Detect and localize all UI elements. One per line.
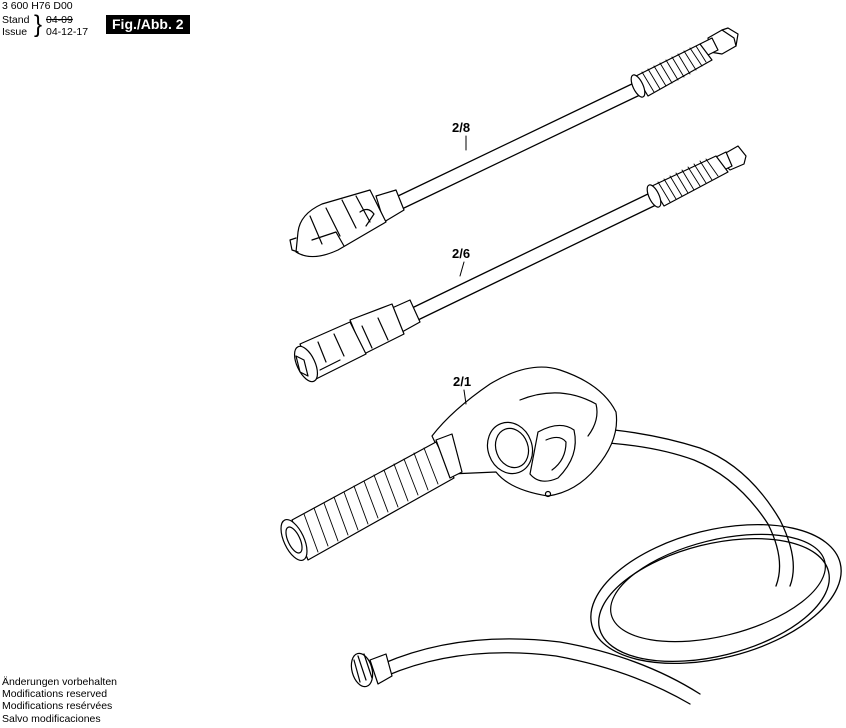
document-code: 3 600 H76 D00 [2, 0, 73, 12]
leader-line-2-1 [463, 389, 467, 405]
stand-label: Stand [2, 14, 30, 26]
spray-lance-2-8 [289, 27, 739, 258]
issue-label: Issue [2, 26, 28, 38]
issue-date: 04-12-17 [46, 26, 89, 38]
disclaimer-fr: Modifications resérvées [2, 700, 113, 713]
figure-label: Fig./Abb. 2 [106, 15, 190, 34]
brace-icon: } [34, 11, 43, 38]
disclaimer-en: Modifications reserved [2, 688, 108, 701]
disclaimer-de: Änderungen vorbehalten [2, 676, 118, 688]
disclaimer-es: Salvo modificaciones [2, 712, 101, 725]
callout-2-6: 2/6 [452, 246, 471, 261]
footer-disclaimer: Änderungen vorbehalten Modifications res… [2, 676, 117, 725]
leader-line-2-6 [459, 261, 465, 277]
trigger-gun-2-1 [280, 366, 842, 705]
spray-lance-2-6 [293, 145, 747, 383]
old-date: 04-09 [46, 14, 73, 26]
callout-2-1: 2/1 [453, 374, 472, 389]
callout-2-8: 2/8 [452, 120, 471, 135]
